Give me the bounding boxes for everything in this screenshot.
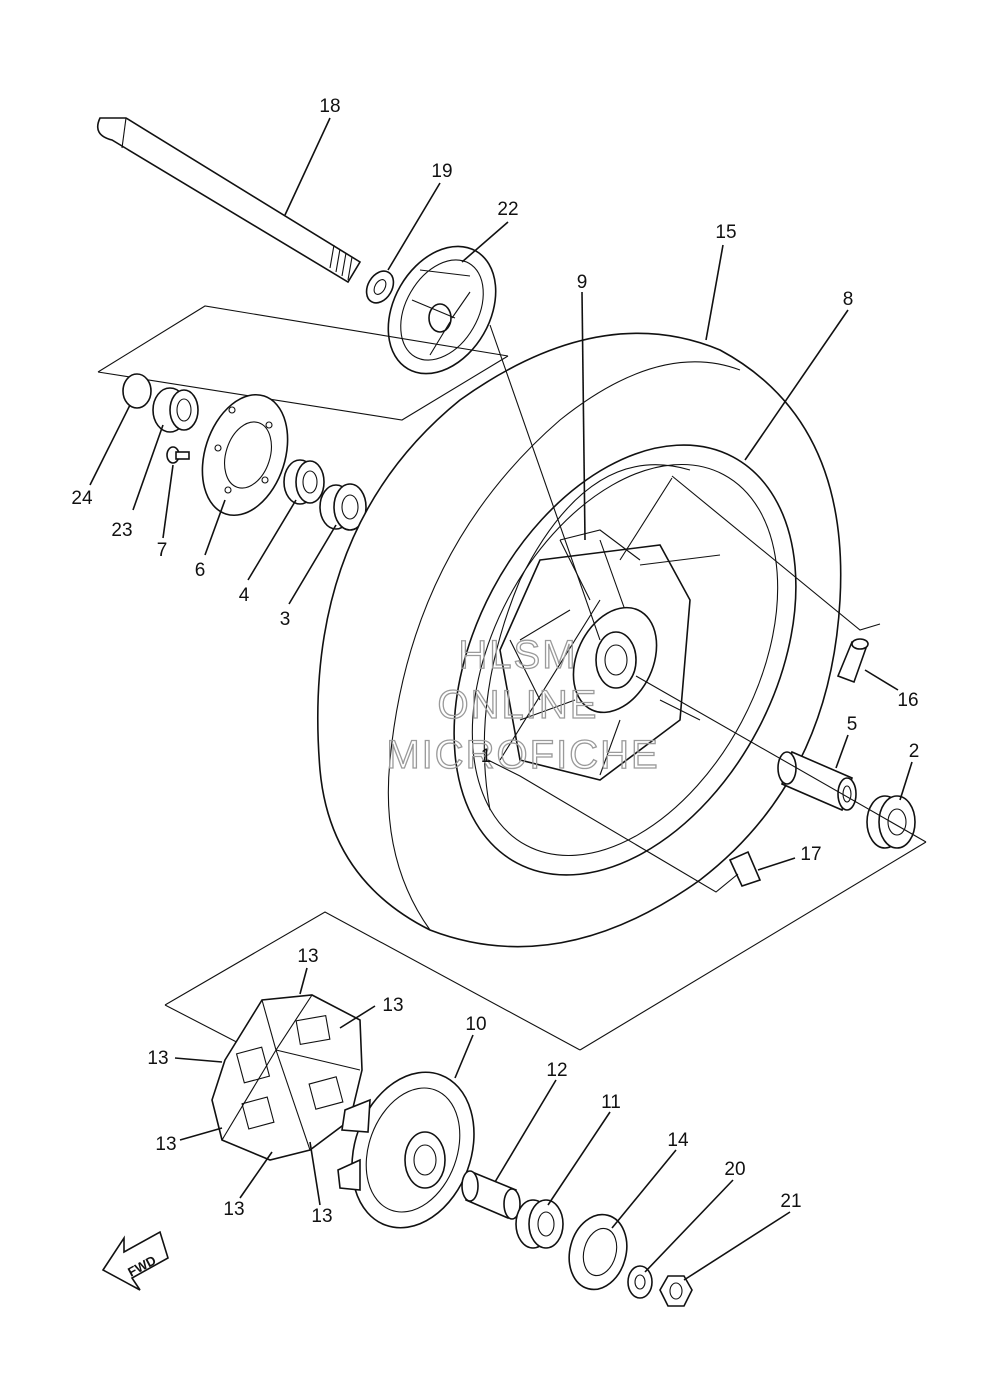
- washer-19-part: [365, 270, 395, 304]
- callout-18: 18: [319, 96, 340, 117]
- callout-14: 14: [667, 1130, 689, 1151]
- watermark: HLSM ONLINE MICROFICHE: [386, 632, 659, 777]
- callout-10: 10: [465, 1014, 486, 1035]
- washer-20-part: [627, 1265, 653, 1299]
- callout-6: 6: [195, 560, 206, 581]
- callout-8: 8: [843, 289, 854, 310]
- callout-20: 20: [724, 1159, 745, 1180]
- direction-badge: FWD: [101, 1230, 169, 1291]
- leader-lines: [89, 117, 913, 1281]
- callout-15: 15: [715, 222, 736, 243]
- bracket-lines-hub: [487, 324, 927, 893]
- hub-part: [499, 477, 721, 781]
- bracket-upper-left: [97, 305, 509, 421]
- watermark-line-1: HLSM: [458, 633, 577, 677]
- callout-13-right: 13: [382, 995, 403, 1016]
- seal-14-part: [568, 1213, 628, 1291]
- callout-7: 7: [157, 540, 168, 561]
- callout-5: 5: [847, 714, 858, 735]
- bearing-2-part: [866, 795, 916, 849]
- bearing-3-part: [319, 483, 367, 531]
- callout-13-left: 13: [147, 1048, 168, 1069]
- clutch-hub-10-part: [337, 1071, 475, 1229]
- callout-16: 16: [897, 690, 918, 711]
- callout-labels: 18 19 22 15 9 8 24 23 7 6 4 3 16 5 2 1 1…: [71, 96, 919, 1227]
- damper-assembly-13-part: [211, 994, 363, 1161]
- callout-19: 19: [431, 161, 452, 182]
- callout-11: 11: [601, 1092, 621, 1113]
- clip-17-part: [728, 850, 762, 887]
- cover-22-part: [387, 245, 497, 375]
- callout-9: 9: [577, 272, 588, 293]
- callout-22: 22: [497, 199, 518, 220]
- callout-13-top: 13: [297, 946, 318, 967]
- callout-17: 17: [800, 844, 821, 865]
- nut-21-part: [659, 1275, 693, 1307]
- bearing-4-part: [283, 459, 325, 505]
- collar-5-part: [777, 750, 857, 812]
- callout-13-bottom: 13: [223, 1199, 244, 1220]
- callout-4: 4: [239, 585, 250, 606]
- arrow-fwd-icon: [101, 1230, 169, 1291]
- callout-23: 23: [111, 520, 132, 541]
- callout-24: 24: [71, 488, 93, 509]
- collar-12-part: [461, 1170, 521, 1220]
- callout-21: 21: [780, 1191, 801, 1212]
- bolt-7-part: [166, 446, 190, 464]
- axle-part: [96, 117, 362, 284]
- o-ring-24-part: [122, 373, 152, 409]
- bearing-11-part: [515, 1199, 564, 1249]
- callout-12: 12: [546, 1060, 567, 1081]
- watermark-line-2: ONLINE: [438, 683, 599, 727]
- callout-3: 3: [280, 609, 291, 630]
- callout-2: 2: [909, 741, 920, 762]
- plate-6-part: [201, 393, 289, 517]
- valve-16-part: [836, 638, 869, 684]
- callout-13-bottom-right: 13: [311, 1206, 332, 1227]
- callout-1: 1: [481, 746, 492, 767]
- callout-13-lower-left: 13: [155, 1134, 176, 1155]
- watermark-line-3: MICROFICHE: [386, 733, 659, 777]
- collar-23-part: [152, 387, 199, 433]
